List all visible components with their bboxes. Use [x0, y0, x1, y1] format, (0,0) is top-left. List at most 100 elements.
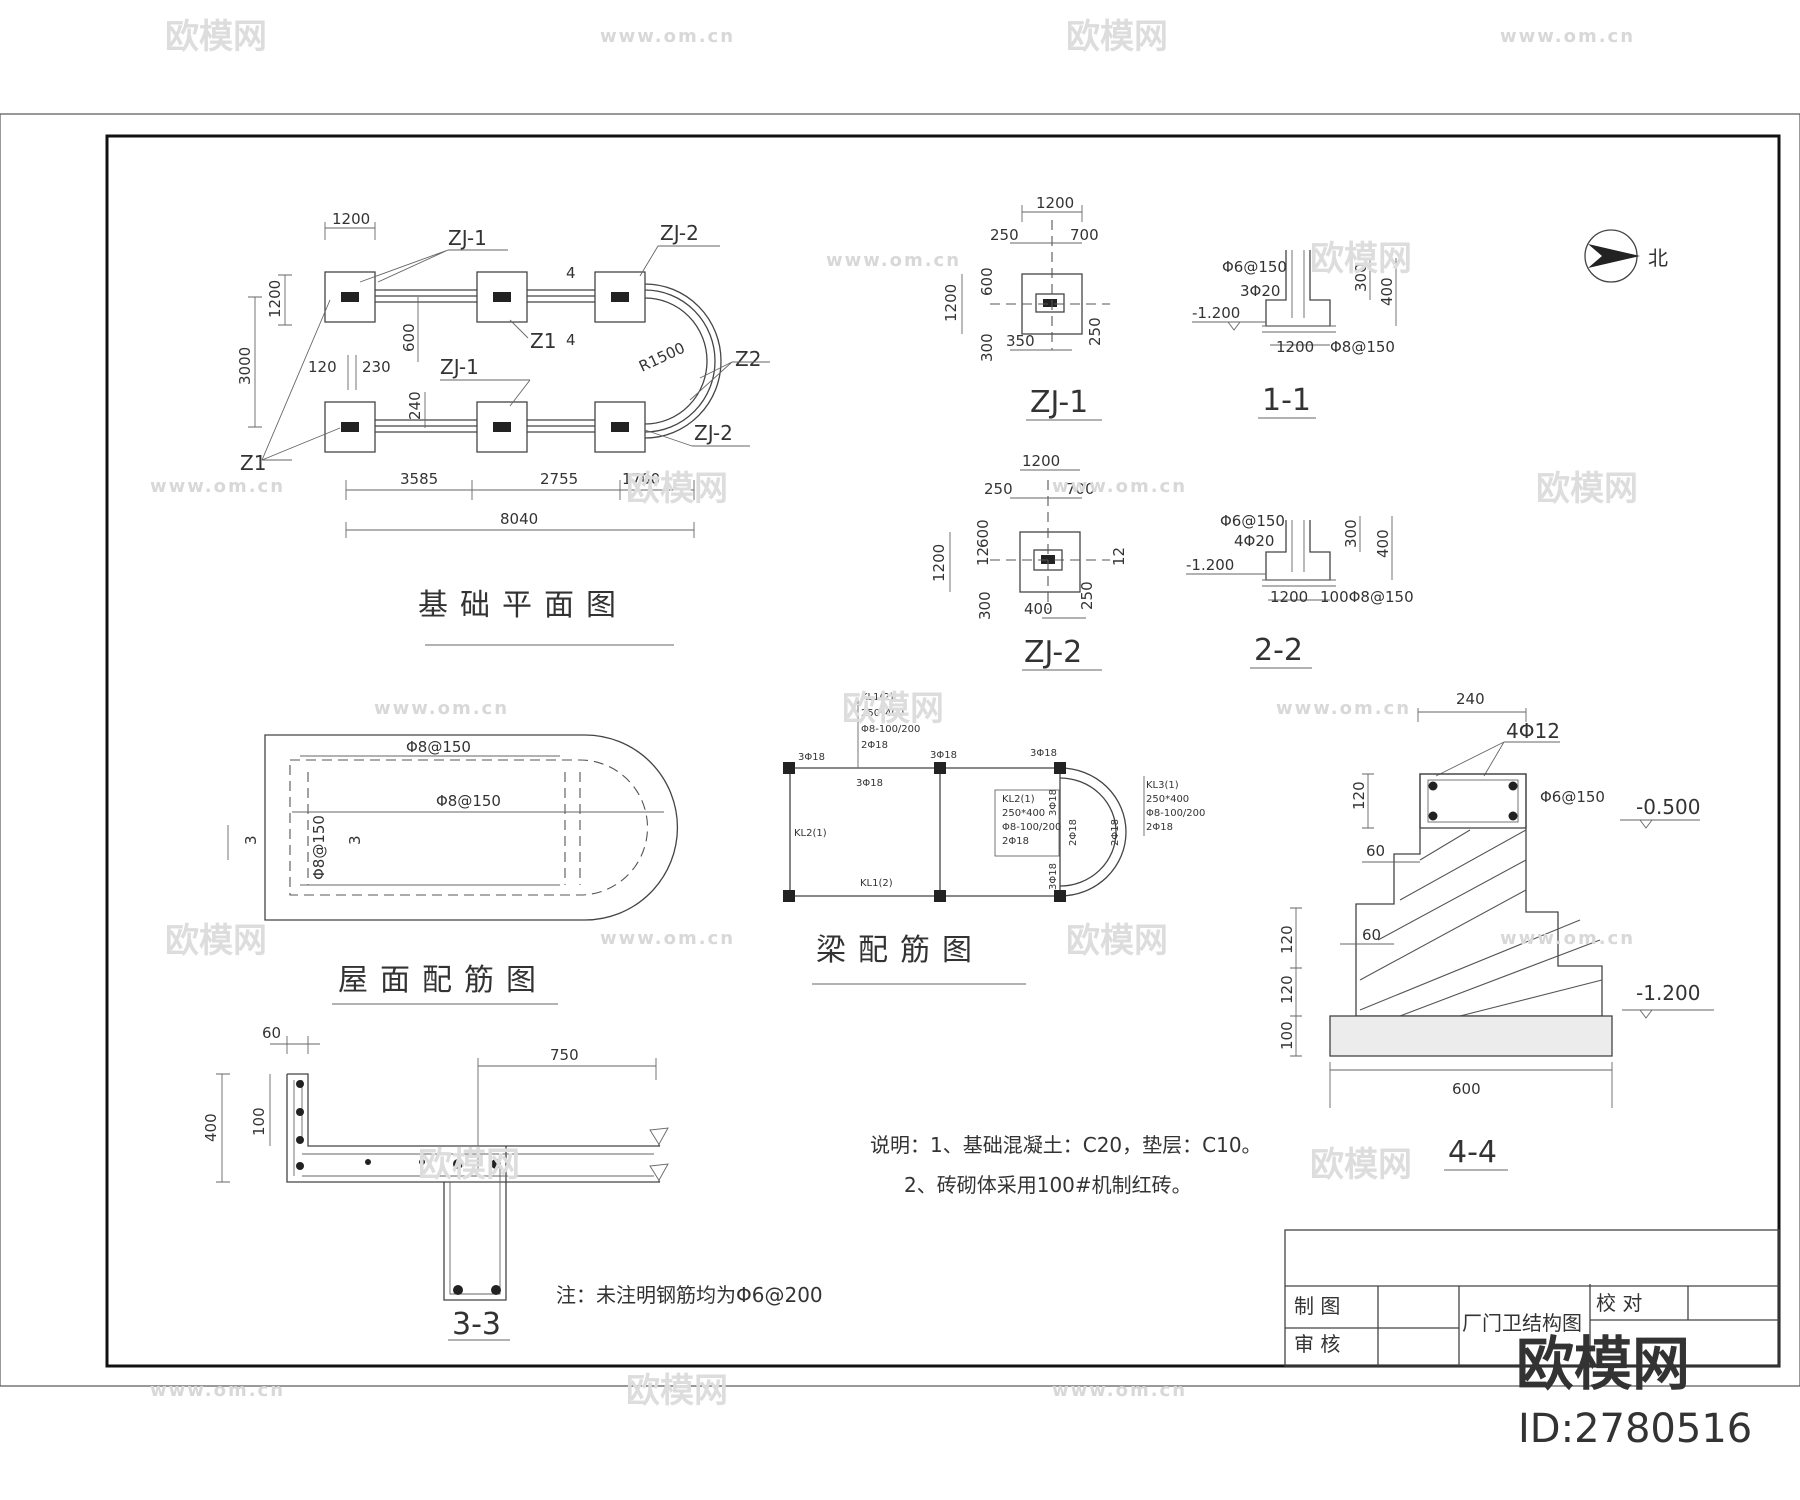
- dim-1200-left: 1200: [266, 280, 284, 318]
- dim-120: 120: [308, 358, 337, 376]
- zj2-dim-12-right: 12: [1110, 547, 1128, 566]
- watermark-brand-7: 欧模网: [165, 921, 267, 961]
- roof-plan-title: 屋面配筋图: [338, 963, 548, 998]
- watermark-url-9: www.om.cn: [1500, 928, 1635, 949]
- watermark-brand-11: 欧模网: [626, 1371, 728, 1411]
- s22-h300: 300: [1342, 519, 1360, 548]
- beam-kl3: KL3(1): [1146, 780, 1179, 791]
- watermark-url-4: www.om.cn: [150, 476, 285, 497]
- s44-elev-top: -0.500: [1636, 795, 1700, 819]
- s44-dim-60a: 60: [1366, 842, 1385, 860]
- section-4-4: 240 4Φ12 120 Φ6@150 -0.500 60 60 120 120…: [1278, 690, 1714, 1171]
- watermarks: 欧模网 www.om.cn 欧模网 www.om.cn 欧模网 www.om.c…: [150, 17, 1752, 1452]
- s33-title: 3-3: [452, 1307, 501, 1342]
- s22-base: 1200: [1270, 588, 1308, 606]
- watermark-brand-9: 欧模网: [418, 1145, 520, 1185]
- zj1-detail: 1200 250 700 1200 600 300 350 250 ZJ-1: [942, 194, 1110, 421]
- s11-elev: -1.200: [1192, 304, 1240, 322]
- beam-col-1: [783, 762, 795, 774]
- curved-beam: [644, 283, 722, 439]
- s22-elev: -1.200: [1186, 556, 1234, 574]
- label-z1-bottom: Z1: [240, 451, 266, 475]
- roof-label-left: Φ8@150: [310, 815, 328, 880]
- beam-kl2-mid: KL2(1): [1002, 794, 1035, 805]
- pad-z1-bot-left: [324, 401, 376, 453]
- zj2-dim-300: 300: [976, 591, 994, 620]
- watermark-url-8: www.om.cn: [600, 928, 735, 949]
- s22-bars: 4Φ20: [1234, 532, 1274, 550]
- s11-h400: 400: [1378, 277, 1396, 306]
- section-1-1: Φ6@150 3Φ20 -1.200 1200 Φ8@150 300 400 1…: [1192, 250, 1397, 419]
- pad-zj2-bot-right: [594, 401, 646, 453]
- pad-z1-top-left: [324, 271, 376, 323]
- watermark-url-10: www.om.cn: [150, 1380, 285, 1401]
- beam-kl3-stir: Φ8-100/200: [1146, 808, 1205, 819]
- zj1-dim-300: 300: [978, 333, 996, 362]
- col-z1-top-left: [341, 292, 359, 302]
- zj1-dim-700: 700: [1070, 226, 1099, 244]
- ground-beam-bottom: [375, 419, 595, 433]
- s33-dim-400: 400: [202, 1113, 220, 1142]
- s44-bars: 4Φ12: [1506, 719, 1560, 743]
- beam-kl1-bars: 2Φ18: [861, 740, 888, 751]
- beam-v1: 3Φ18: [1048, 789, 1059, 816]
- s44-title: 4-4: [1448, 1135, 1497, 1170]
- note-line-2: 2、砖砌体采用100#机制红砖。: [904, 1173, 1192, 1197]
- beam-plan: KL1(2) 250*400 Φ8-100/200 2Φ18 3Φ18 3Φ18…: [783, 692, 1205, 985]
- zj1-dim-1200: 1200: [1036, 194, 1074, 212]
- watermark-url-1: www.om.cn: [600, 26, 735, 47]
- beam-v3: 3Φ18: [1048, 863, 1059, 890]
- s33-dim-750: 750: [550, 1046, 579, 1064]
- s44-dim-240: 240: [1456, 690, 1485, 708]
- north-label: 北: [1648, 246, 1668, 270]
- beam-v2: 2Φ18: [1068, 819, 1079, 846]
- beam-b4: 3Φ18: [856, 778, 883, 789]
- zj2-dim-400: 400: [1024, 600, 1053, 618]
- zj1-dim-250-right: 250: [1086, 317, 1104, 346]
- s44-cushion: [1329, 1015, 1613, 1057]
- outer-border: [0, 113, 1800, 1387]
- beam-b2: 3Φ18: [930, 750, 957, 761]
- watermark-brand-10: 欧模网: [1310, 1145, 1412, 1185]
- roof-label-3a: 3: [242, 835, 260, 845]
- col-z1-bot-left: [341, 422, 359, 432]
- label-4-top: 4: [566, 264, 576, 282]
- beam-kl1-stir: Φ8-100/200: [861, 724, 920, 735]
- pad-zj1-bot-mid: [476, 401, 528, 453]
- zj1-column-core: [1043, 299, 1057, 307]
- inner-frame: [105, 134, 1781, 1368]
- s11-rebar: Φ8@150: [1330, 338, 1395, 356]
- watermark-brand-1: 欧模网: [165, 17, 267, 57]
- beam-kl3-bars: 2Φ18: [1146, 822, 1173, 833]
- label-zj1-bottom: ZJ-1: [440, 355, 479, 379]
- zj2-dim-1200-left: 1200: [930, 544, 948, 582]
- zj1-dim-600: 600: [978, 267, 996, 296]
- foundation-plan-title: 基础平面图: [418, 588, 628, 623]
- foundation-plan: 1200 1200 3000 600 120 230 240 3585 2755…: [236, 210, 770, 646]
- beam-kl3-size: 250*400: [1146, 794, 1189, 805]
- watermark-url-2: www.om.cn: [1500, 26, 1635, 47]
- s44-ring-beam: [1419, 773, 1527, 829]
- roof-label-3b: 3: [346, 835, 364, 845]
- zj2-pad: [1019, 531, 1081, 593]
- zj1-title: ZJ-1: [1030, 385, 1088, 420]
- zj2-detail: 1200 250 700 1200 600 12 300 400 250 12 …: [930, 452, 1128, 671]
- north-arrow: 北: [1584, 229, 1668, 283]
- s44-dim-120: 120: [1350, 781, 1368, 810]
- zj2-dim-700: 700: [1066, 480, 1095, 498]
- s11-base: 1200: [1276, 338, 1314, 356]
- dim-1200-top: 1200: [332, 210, 370, 228]
- pad-zj2-top-right: [594, 271, 646, 323]
- col-zj1-top-mid: [493, 292, 511, 302]
- zj2-dim-12: 12: [974, 547, 992, 566]
- watermark-brand-4: 欧模网: [626, 469, 728, 509]
- label-z1-mid: Z1: [530, 329, 556, 353]
- beam-kl1-top: KL1(2): [861, 692, 894, 703]
- title-block-review: 审 核: [1294, 1332, 1340, 1356]
- label-zj1-top: ZJ-1: [448, 226, 487, 250]
- label-zj2-top: ZJ-2: [660, 221, 699, 245]
- s44-dim-60b: 60: [1362, 926, 1381, 944]
- s22-stirrup: Φ6@150: [1220, 512, 1285, 530]
- beam-col-4: [783, 890, 795, 902]
- col-zj2-top-right: [611, 292, 629, 302]
